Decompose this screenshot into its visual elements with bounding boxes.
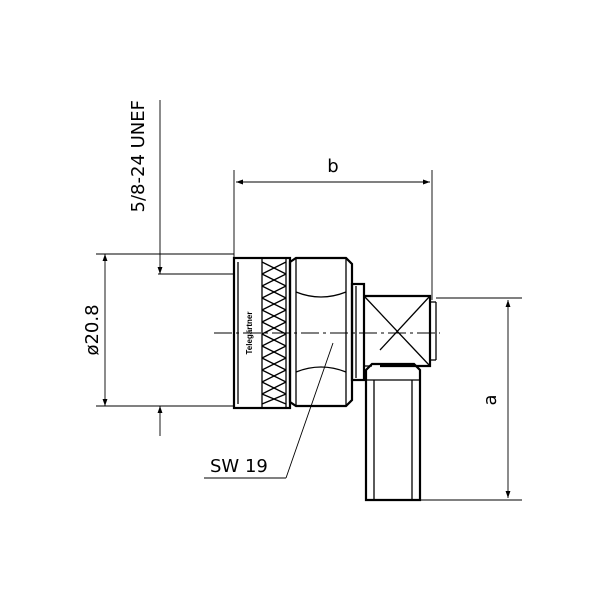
brand-marking: Telegärtner <box>245 312 254 355</box>
knurl-line <box>261 321 287 335</box>
cable-ferrule <box>364 362 422 502</box>
knurl-line <box>261 381 287 395</box>
thread-label: 5/8-24 UNEF <box>128 100 149 212</box>
knurl-line <box>261 297 287 311</box>
knurl-line <box>261 393 287 405</box>
elbow-housing <box>363 294 437 368</box>
sw-label: SW 19 <box>210 456 268 477</box>
knurl-line <box>261 333 287 347</box>
b-label: b <box>327 156 338 177</box>
knurl-line <box>261 309 287 323</box>
dimension-a: a <box>420 297 522 501</box>
sw-leader-line <box>285 342 334 479</box>
knurl-line <box>261 273 287 287</box>
diameter-dimension: ø20.8 <box>82 253 234 407</box>
thread-dimension: 5/8-24 UNEF <box>128 100 234 436</box>
knurl-line <box>261 369 287 383</box>
knurl-pattern <box>261 261 287 405</box>
diameter-label: ø20.8 <box>82 304 103 355</box>
dimension-b: b <box>233 156 433 300</box>
knurl-line <box>261 285 287 299</box>
wrench-size-leader: SW 19 <box>204 342 334 479</box>
hex-body <box>288 256 354 408</box>
knurl-line <box>261 261 287 275</box>
a-label: a <box>480 394 501 405</box>
knurl-line <box>261 345 287 359</box>
knurl-line <box>261 357 287 371</box>
